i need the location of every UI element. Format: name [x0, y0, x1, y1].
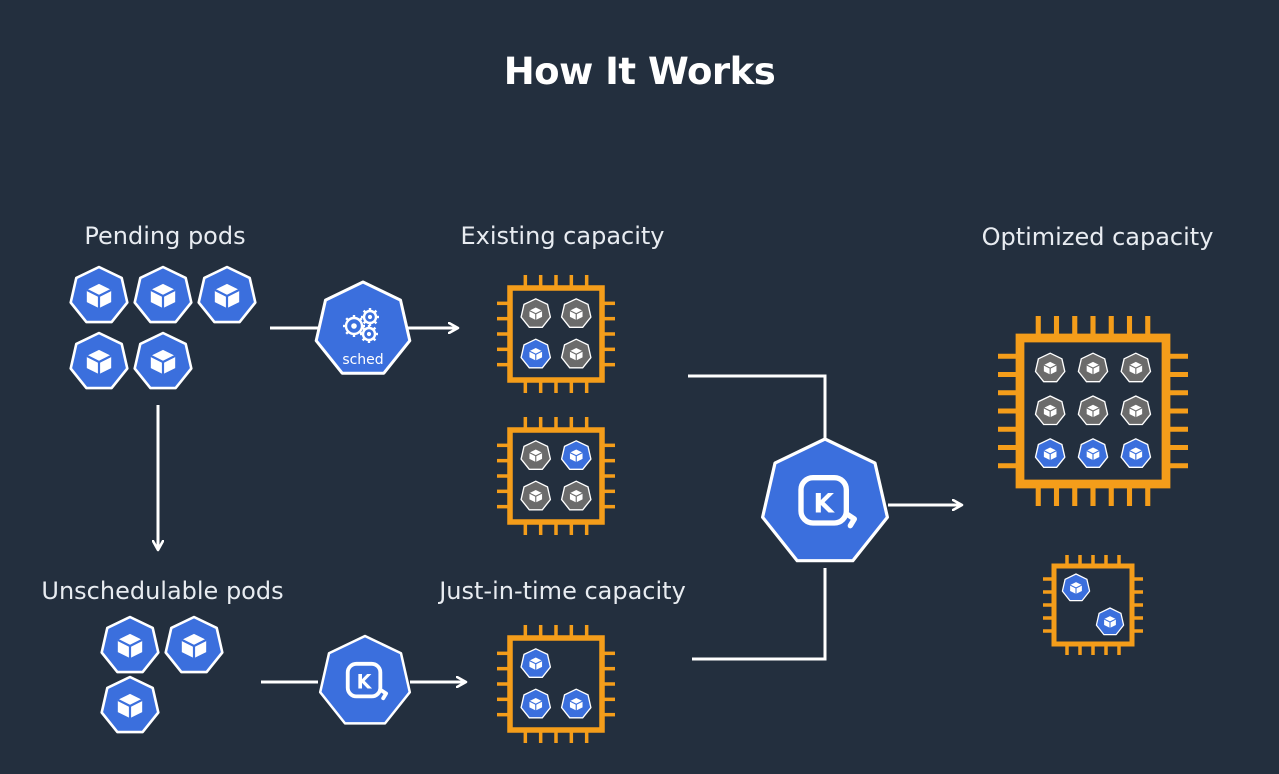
- node-pod: [560, 480, 592, 511]
- node-pod: [520, 480, 552, 511]
- cube-icon: [569, 347, 583, 361]
- existing-node-1: [497, 275, 615, 393]
- cube-icon: [1103, 616, 1117, 628]
- cube-icon: [529, 307, 543, 321]
- node-pod: [520, 440, 552, 470]
- unschedulable-pod: [100, 615, 160, 674]
- cube-icon: [569, 449, 583, 463]
- scheduler-label: sched: [342, 352, 383, 368]
- cube-icon: [569, 697, 583, 711]
- connectors: [158, 328, 962, 682]
- existing-node-2: [497, 417, 615, 535]
- cube-icon: [86, 349, 112, 375]
- node-pod: [520, 338, 552, 369]
- cube-icon: [569, 307, 583, 321]
- node-pod: [1034, 352, 1066, 383]
- pending-pod: [133, 265, 193, 324]
- node-pod: [1034, 438, 1066, 468]
- cube-icon: [1086, 404, 1100, 418]
- unschedulable-pods-label: Unschedulable pods: [41, 577, 284, 605]
- node-pod: [1077, 395, 1109, 426]
- unschedulable-pod: [164, 615, 224, 674]
- node-pod: [1034, 395, 1066, 426]
- cube-icon: [529, 697, 543, 711]
- node-pod: [1077, 352, 1109, 383]
- optimized-node-small: [1043, 555, 1143, 655]
- node-pod: [1120, 352, 1152, 383]
- existing-capacity-label: Existing capacity: [460, 222, 665, 250]
- cube-icon: [181, 633, 207, 659]
- pending-pod: [133, 331, 193, 390]
- cube-icon: [1129, 447, 1143, 461]
- pending-pods-group: [69, 265, 257, 390]
- cube-icon: [1129, 361, 1143, 375]
- cube-icon: [1129, 404, 1143, 418]
- unschedulable-pod: [100, 675, 160, 734]
- node-pod: [520, 648, 552, 678]
- cube-icon: [569, 489, 583, 503]
- karpenter-glyph: K: [813, 488, 835, 519]
- page-title: How It Works: [503, 50, 776, 93]
- node-pod: [560, 440, 592, 470]
- node-pod: [560, 298, 592, 328]
- cube-icon: [529, 347, 543, 361]
- node-pod: [560, 688, 592, 719]
- node-pod: [560, 338, 592, 369]
- gears-icon: [343, 308, 379, 343]
- cube-icon: [214, 283, 240, 309]
- cube-icon: [150, 349, 176, 375]
- karpenter-logo-icon: K: [798, 474, 857, 529]
- karpenter-optimizer: K: [760, 437, 890, 563]
- cube-icon: [117, 633, 143, 659]
- connector-jit-to-karpenter: [692, 568, 827, 661]
- node-pod: [1061, 573, 1091, 602]
- scheduler: sched: [314, 280, 412, 375]
- cube-icon: [150, 283, 176, 309]
- cube-icon: [1043, 361, 1057, 375]
- karpenter-logo-icon: K: [345, 661, 388, 701]
- node-pod: [1095, 607, 1125, 636]
- cube-icon: [529, 657, 543, 671]
- node-pod: [1120, 438, 1152, 468]
- node-pod: [520, 298, 552, 328]
- cube-icon: [1069, 582, 1083, 594]
- just-in-time-capacity-label: Just-in-time capacity: [439, 577, 686, 605]
- jit-node: [497, 625, 615, 743]
- node-pod: [1120, 395, 1152, 426]
- pending-pod: [69, 265, 129, 324]
- cube-icon: [1043, 447, 1057, 461]
- node-pod: [1077, 438, 1109, 468]
- cube-icon: [529, 489, 543, 503]
- cube-icon: [1086, 361, 1100, 375]
- pending-pod: [69, 331, 129, 390]
- cube-icon: [86, 283, 112, 309]
- cube-icon: [1086, 447, 1100, 461]
- cube-icon: [529, 449, 543, 463]
- cube-icon: [117, 693, 143, 719]
- node-pod: [520, 688, 552, 719]
- connector-existing-to-karpenter: [688, 374, 827, 440]
- optimized-node-large: [998, 316, 1188, 506]
- pending-pod: [197, 265, 257, 324]
- pending-pods-label: Pending pods: [84, 222, 246, 250]
- cube-icon: [1043, 404, 1057, 418]
- unschedulable-pods-group: [100, 615, 224, 734]
- optimized-capacity-label: Optimized capacity: [981, 223, 1214, 251]
- karpenter-glyph: K: [357, 671, 373, 694]
- karpenter-provisioner: K: [318, 634, 412, 725]
